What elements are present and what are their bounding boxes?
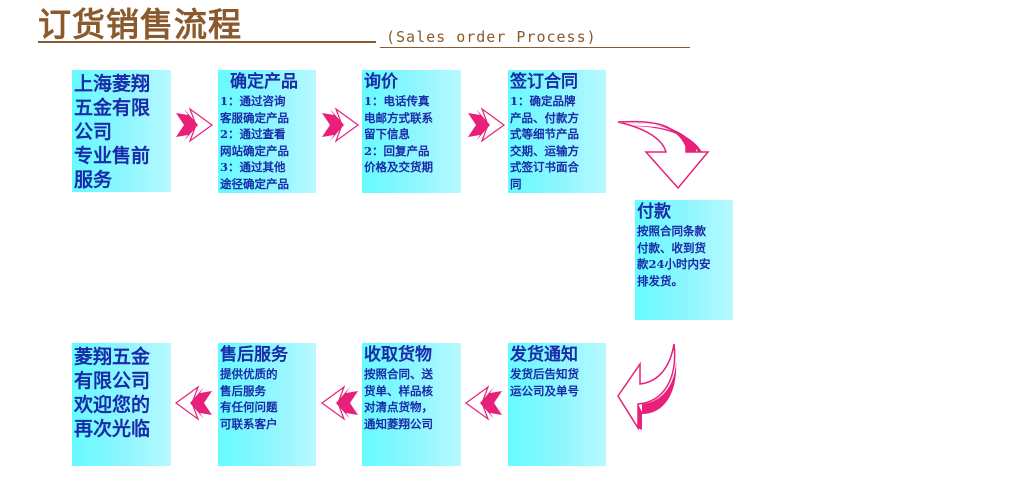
step-heading: 发货通知 xyxy=(510,345,578,365)
step-heading: 签订合同 xyxy=(510,72,578,92)
title-underline xyxy=(38,41,376,43)
subtitle-underline xyxy=(380,47,690,48)
step-heading: 付款 xyxy=(637,202,671,222)
curved-arrow-down-icon xyxy=(617,120,710,190)
double-chevron-right-icon xyxy=(322,107,360,143)
step-heading: 收取货物 xyxy=(364,345,432,365)
step-description: 按照合同条款 付款、收到货 款24小时内安 排发货。 xyxy=(637,224,711,288)
page-subtitle: (Sales order Process) xyxy=(386,28,597,46)
step-description: 提供优质的 售后服务 有任何问题 可联系客户 xyxy=(220,367,278,431)
step-heading: 菱翔五金 有限公司 欢迎您的 再次光临 xyxy=(74,346,151,440)
step-heading: 上海菱翔 五金有限 公司 专业售前 服务 xyxy=(74,73,151,191)
step-description: 1：电话传真 电邮方式联系 留下信息 2：回复产品 价格及交货期 xyxy=(364,94,433,174)
step-payment: 付款 按照合同条款 付款、收到货 款24小时内安 排发货。 xyxy=(635,200,733,320)
double-chevron-right-icon xyxy=(468,107,506,143)
step-description: 1：通过咨询 客服确定产品 2：通过查看 网站确定产品 3：通过其他 途径确定产… xyxy=(220,94,289,191)
double-chevron-right-icon xyxy=(176,107,214,143)
step-description: 按照合同、送 货单、样品核 对清点货物， 通知菱翔公司 xyxy=(364,367,433,431)
double-chevron-left-icon xyxy=(174,385,212,421)
page-title: 订货销售流程 xyxy=(38,5,242,44)
step-shipping-notice: 发货通知 发货后告知货 运公司及单号 xyxy=(508,343,606,466)
step-heading: 售后服务 xyxy=(220,345,288,365)
step-description: 1：确定品牌 产品、付款方 式等细节产品 交期、运输方 式签订书面合 同 xyxy=(510,94,579,191)
step-presales: 上海菱翔 五金有限 公司 专业售前 服务 xyxy=(72,70,171,192)
step-inquiry: 询价 1：电话传真 电邮方式联系 留下信息 2：回复产品 价格及交货期 xyxy=(362,70,461,193)
step-welcome: 菱翔五金 有限公司 欢迎您的 再次光临 xyxy=(72,343,171,466)
step-description: 发货后告知货 运公司及单号 xyxy=(510,367,579,398)
step-heading: 询价 xyxy=(364,72,398,92)
double-chevron-left-icon xyxy=(320,385,358,421)
step-receive-goods: 收取货物 按照合同、送 货单、样品核 对清点货物， 通知菱翔公司 xyxy=(362,343,461,466)
step-heading: 确定产品 xyxy=(230,72,298,92)
double-chevron-left-icon xyxy=(464,385,502,421)
curved-arrow-left-icon xyxy=(617,343,677,431)
step-sign-contract: 签订合同 1：确定品牌 产品、付款方 式等细节产品 交期、运输方 式签订书面合 … xyxy=(508,70,606,193)
step-confirm-product: 确定产品 1：通过咨询 客服确定产品 2：通过查看 网站确定产品 3：通过其他 … xyxy=(218,70,316,193)
step-after-sales: 售后服务 提供优质的 售后服务 有任何问题 可联系客户 xyxy=(218,343,316,466)
